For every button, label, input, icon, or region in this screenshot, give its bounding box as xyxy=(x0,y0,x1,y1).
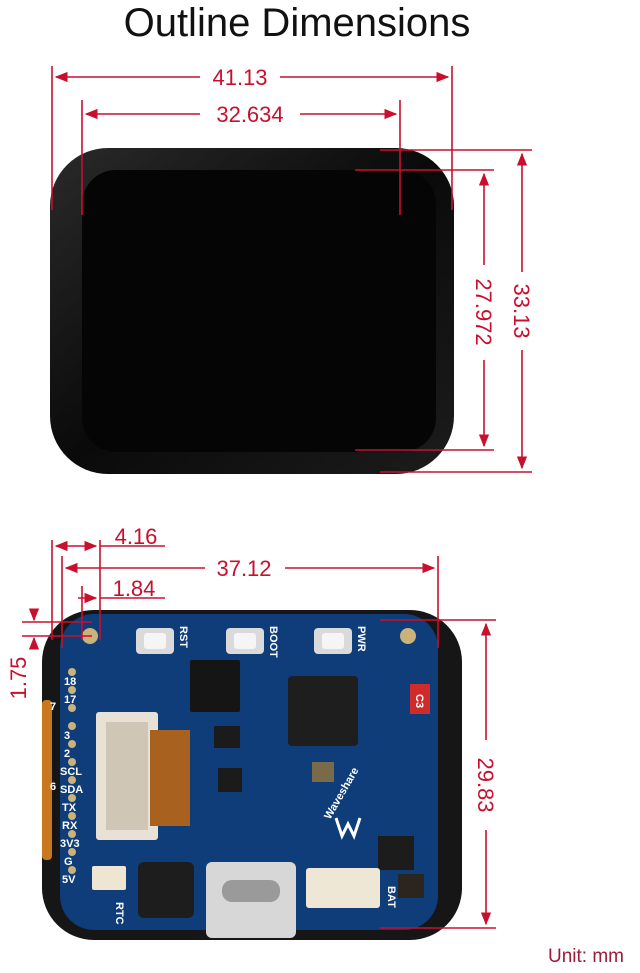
pin-label: SDA xyxy=(60,784,83,796)
pin-label: TX xyxy=(62,802,77,814)
pin-label: 7 xyxy=(50,701,56,713)
pin-label: 5V xyxy=(62,874,76,886)
pin-label: G xyxy=(64,856,73,868)
pin-label: SCL xyxy=(60,766,82,778)
connector-label-bat: BAT xyxy=(385,886,397,908)
dim-top-overall-height: 33.13 xyxy=(509,283,534,338)
dim-top-display-width: 32.634 xyxy=(216,102,283,127)
pin-label: 17 xyxy=(64,694,76,706)
pin-label: RX xyxy=(62,820,78,832)
pin-label: 2 xyxy=(64,748,70,760)
pin-label: 3V3 xyxy=(60,838,80,850)
dim-bottom-offset-a: 4.16 xyxy=(115,524,158,549)
bottom-dimension-lines xyxy=(22,540,496,929)
module-back-view xyxy=(42,610,462,940)
chip-badge-c3: C3 xyxy=(413,694,425,708)
dim-bottom-board-width: 37.12 xyxy=(216,556,271,581)
page-title: Outline Dimensions xyxy=(124,1,471,45)
top-dimension-lines xyxy=(51,66,532,473)
pin-side-label: 6 xyxy=(50,781,56,793)
button-label-rst: RST xyxy=(177,626,189,648)
dim-bottom-offset-b: 1.84 xyxy=(113,576,156,601)
unit-label: Unit: mm xyxy=(548,946,624,967)
dim-bottom-offset-c: 1.75 xyxy=(6,657,31,700)
pin-label: 3 xyxy=(64,730,70,742)
dim-bottom-board-height: 29.83 xyxy=(473,757,498,812)
pin-label: 18 xyxy=(64,676,76,688)
display-module-front xyxy=(50,148,454,474)
button-label-pwr: PWR xyxy=(355,626,367,652)
button-label-boot: BOOT xyxy=(267,626,279,658)
pin-labels: 18 17 7 3 2 SCL SDA TX RX 3V3 G 5V 6 xyxy=(50,676,83,886)
dim-top-overall-width: 41.13 xyxy=(212,65,267,90)
connector-label-rtc: RTC xyxy=(113,902,125,925)
dim-top-display-height: 27.972 xyxy=(471,278,496,345)
